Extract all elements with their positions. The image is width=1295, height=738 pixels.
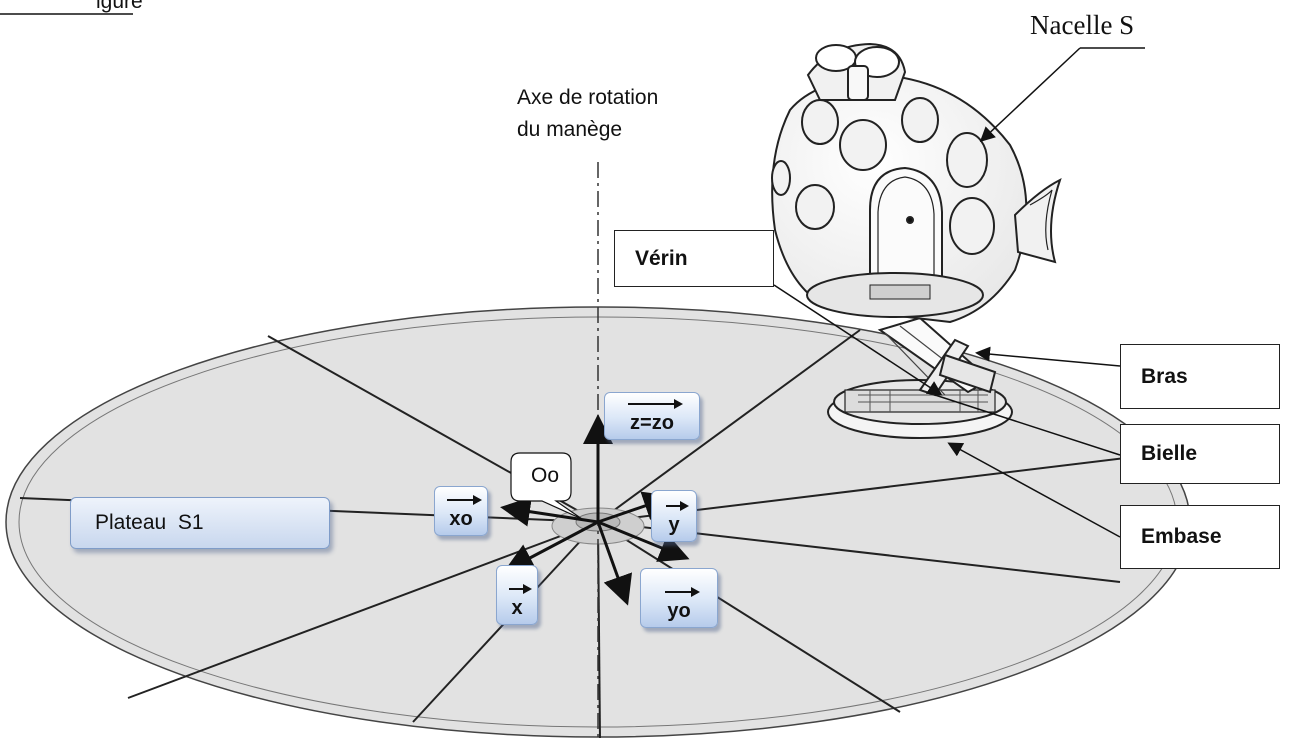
- embase-label: Embase: [1120, 505, 1280, 569]
- vector-y: y: [651, 490, 697, 542]
- plateau-label-box: Plateau S1: [70, 497, 330, 549]
- bras-label: Bras: [1120, 344, 1280, 409]
- origin-label: Oo: [531, 464, 560, 487]
- axis-label-line2: du manège: [517, 118, 623, 141]
- origin-callout: [510, 452, 583, 520]
- nacelle: [771, 42, 1062, 324]
- vector-xo: xo: [434, 486, 488, 536]
- figure-header-fragment: igure: [96, 0, 143, 13]
- verin-label: Vérin: [614, 230, 774, 287]
- axis-label-line1: Axe de rotation: [517, 86, 659, 109]
- leader-lines: [773, 47, 1145, 538]
- embase: [827, 379, 1013, 439]
- vector-yo: yo: [640, 568, 718, 628]
- frame-vectors: [500, 414, 690, 606]
- vector-z-zo: z=zo: [604, 392, 700, 440]
- plateau-label: Plateau S1: [95, 511, 204, 534]
- vector-x: x: [496, 565, 538, 625]
- nacelle-label: Nacelle S: [1030, 10, 1135, 40]
- bielle-label: Bielle: [1120, 424, 1280, 484]
